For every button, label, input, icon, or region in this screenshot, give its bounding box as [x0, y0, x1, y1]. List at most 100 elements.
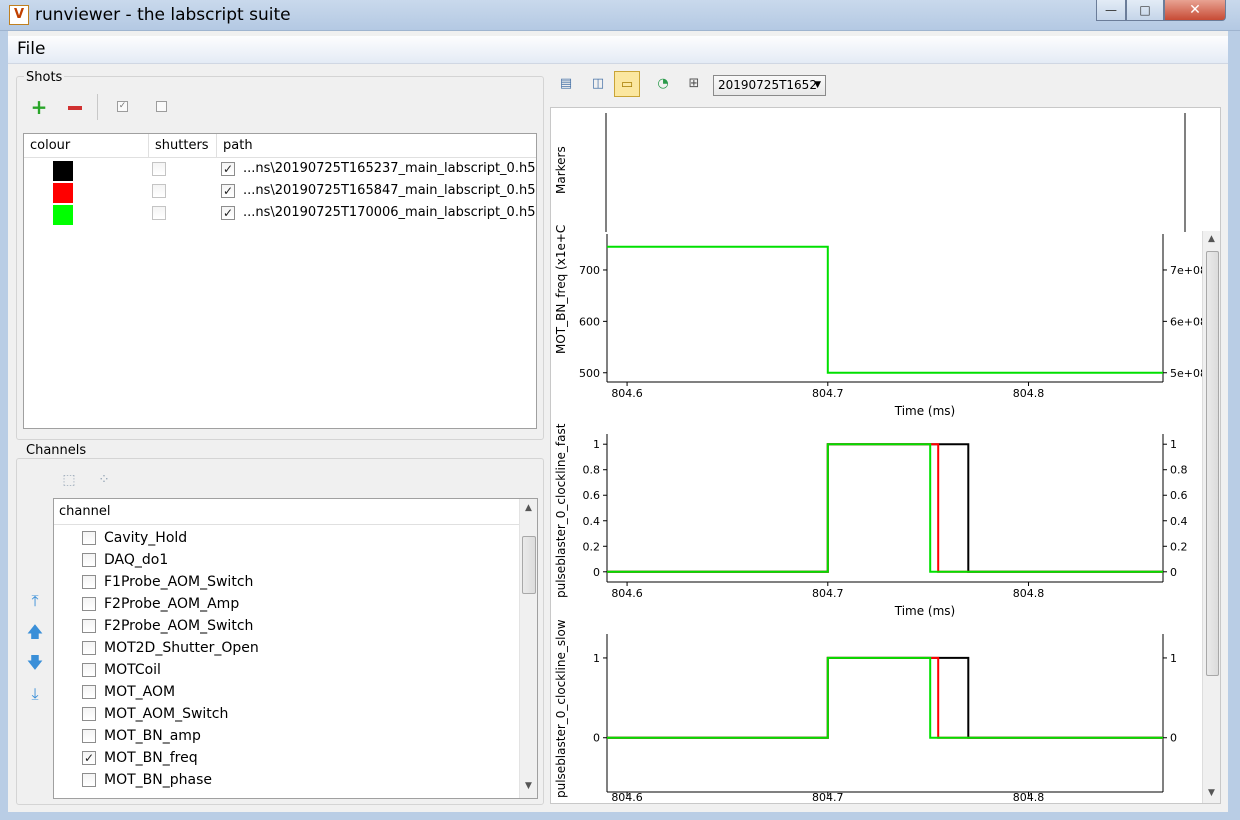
- reset-axes-icon[interactable]: ◔: [657, 76, 669, 91]
- y-tick-label-right: 0: [1170, 732, 1177, 745]
- series-line: [607, 245, 1163, 374]
- shot-shutters-checkbox[interactable]: [152, 162, 166, 176]
- chevron-down-icon: ▼: [814, 80, 821, 90]
- shot-select-dropdown[interactable]: 20190725T1652 ▼: [713, 75, 826, 96]
- channel-checkbox[interactable]: [82, 553, 96, 567]
- series-line: [607, 443, 1163, 573]
- shots-column-colour[interactable]: colour: [24, 134, 149, 158]
- y-tick-label: 0: [593, 566, 600, 579]
- y-tick-label: 0.4: [583, 515, 601, 528]
- plot-scroll-thumb[interactable]: [1206, 251, 1219, 676]
- shot-path: ...ns\20190725T165237_main_labscript_0.h…: [243, 161, 536, 176]
- channel-scrollbar[interactable]: ▲ ▼: [519, 499, 537, 798]
- uncheck-all-icon[interactable]: [150, 95, 174, 119]
- add-shot-icon[interactable]: +: [30, 95, 48, 119]
- y-tick-label-right: 1: [1170, 652, 1177, 665]
- channel-checkbox[interactable]: [82, 575, 96, 589]
- y-tick-label-right: 5e+08: [1170, 367, 1207, 380]
- y-tick-label-right: 1: [1170, 438, 1177, 451]
- shot-path: ...ns\20190725T165847_main_labscript_0.h…: [243, 183, 536, 198]
- channel-scroll-thumb[interactable]: [522, 536, 536, 594]
- main-area: Shots + ✓ colour shutters path ✓...ns\20…: [8, 64, 1228, 812]
- series-line: [607, 443, 1163, 573]
- window-frame-left: [0, 31, 8, 820]
- scroll-up-icon[interactable]: ▲: [525, 503, 532, 513]
- shot-colour-swatch[interactable]: [53, 183, 73, 203]
- y-tick-label-right: 0.2: [1170, 540, 1188, 553]
- pan-mode-icon[interactable]: ▭: [614, 71, 640, 97]
- channel-checkbox[interactable]: [82, 619, 96, 633]
- zoom-horizontal-icon[interactable]: ▤: [559, 76, 573, 91]
- channel-checkbox[interactable]: [82, 729, 96, 743]
- channel-label: MOT_AOM_Switch: [104, 706, 229, 722]
- minimize-button[interactable]: —: [1096, 0, 1126, 21]
- select-all-channels-icon[interactable]: ⬚: [62, 472, 76, 488]
- channel-label: MOT2D_Shutter_Open: [104, 640, 259, 656]
- y-tick-label: 0: [593, 732, 600, 745]
- move-to-bottom-icon[interactable]: ⤓: [31, 684, 39, 703]
- channel-checkbox[interactable]: [82, 597, 96, 611]
- move-down-icon[interactable]: 🡇: [26, 653, 44, 672]
- channel-checkbox[interactable]: ✓: [82, 751, 96, 765]
- maximize-button[interactable]: □: [1126, 0, 1164, 21]
- scroll-down-icon[interactable]: ▼: [525, 781, 532, 791]
- layout-icon[interactable]: ⊞: [688, 76, 700, 91]
- channel-checkbox[interactable]: [82, 641, 96, 655]
- menu-file[interactable]: File: [17, 39, 46, 59]
- channels-group: [16, 458, 544, 805]
- channel-label: MOT_AOM: [104, 684, 176, 700]
- remove-shot-icon[interactable]: [63, 95, 87, 119]
- channel-checkbox[interactable]: [82, 707, 96, 721]
- channel-label: F2Probe_AOM_Switch: [104, 618, 254, 634]
- shot-shutters-checkbox[interactable]: [152, 184, 166, 198]
- window-title: runviewer - the labscript suite: [35, 5, 291, 25]
- channel-checkbox[interactable]: [82, 685, 96, 699]
- x-tick-label: 804.7: [812, 387, 844, 400]
- y-tick-label-right: 0.8: [1170, 464, 1188, 477]
- shot-enabled-checkbox[interactable]: ✓: [221, 184, 235, 198]
- plot-scroll-up-icon[interactable]: ▲: [1208, 234, 1215, 244]
- zoom-vertical-icon[interactable]: ◫: [591, 76, 605, 91]
- close-button[interactable]: ✕: [1164, 0, 1226, 21]
- channel-label: DAQ_do1: [104, 552, 169, 568]
- y-tick-label-right: 7e+08: [1170, 264, 1207, 277]
- x-tick-label: 804.6: [611, 587, 643, 600]
- y-tick-label-right: 6e+08: [1170, 315, 1207, 328]
- channel-checkbox[interactable]: [82, 531, 96, 545]
- shot-shutters-checkbox[interactable]: [152, 206, 166, 220]
- channel-label: MOTCoil: [104, 662, 161, 678]
- app-icon: V: [9, 5, 29, 25]
- shot-colour-swatch[interactable]: [53, 205, 73, 225]
- shots-column-path[interactable]: path: [217, 134, 536, 158]
- y-tick-label: 1: [593, 652, 600, 665]
- shots-column-shutters[interactable]: shutters: [149, 134, 217, 158]
- channel-label: Cavity_Hold: [104, 530, 188, 546]
- channel-label: MOT_BN_amp: [104, 728, 201, 744]
- y-axis-label: pulseblaster_0_clockline_fast: [554, 423, 568, 598]
- channel-checkbox[interactable]: [82, 663, 96, 677]
- shot-enabled-checkbox[interactable]: ✓: [221, 206, 235, 220]
- plot-scroll-down-icon[interactable]: ▼: [1208, 788, 1215, 798]
- channel-label: F1Probe_AOM_Switch: [104, 574, 254, 590]
- x-tick-label: 804.8: [1013, 587, 1045, 600]
- deselect-channels-icon[interactable]: ⁘: [98, 472, 110, 488]
- move-to-top-icon[interactable]: ⤒: [31, 591, 39, 610]
- x-axis-label: Time (ms): [894, 604, 956, 618]
- plot-scrollbar[interactable]: ▲ ▼: [1202, 231, 1220, 803]
- title-bar[interactable]: V runviewer - the labscript suite — □ ✕: [0, 0, 1240, 31]
- y-tick-label-right: 0.4: [1170, 515, 1188, 528]
- channel-column-header[interactable]: channel: [54, 499, 520, 525]
- y-axis-label: MOT_BN_freq (x1e+C: [554, 225, 568, 354]
- shot-enabled-checkbox[interactable]: ✓: [221, 162, 235, 176]
- channels-group-title: Channels: [24, 443, 89, 458]
- channel-checkbox[interactable]: [82, 773, 96, 787]
- toolbar-separator: [97, 94, 98, 120]
- shot-colour-swatch[interactable]: [53, 161, 73, 181]
- markers-label: Markers: [554, 146, 568, 194]
- y-tick-label: 0.8: [583, 464, 601, 477]
- check-all-icon[interactable]: ✓: [117, 101, 128, 112]
- move-up-icon[interactable]: 🡅: [26, 622, 44, 641]
